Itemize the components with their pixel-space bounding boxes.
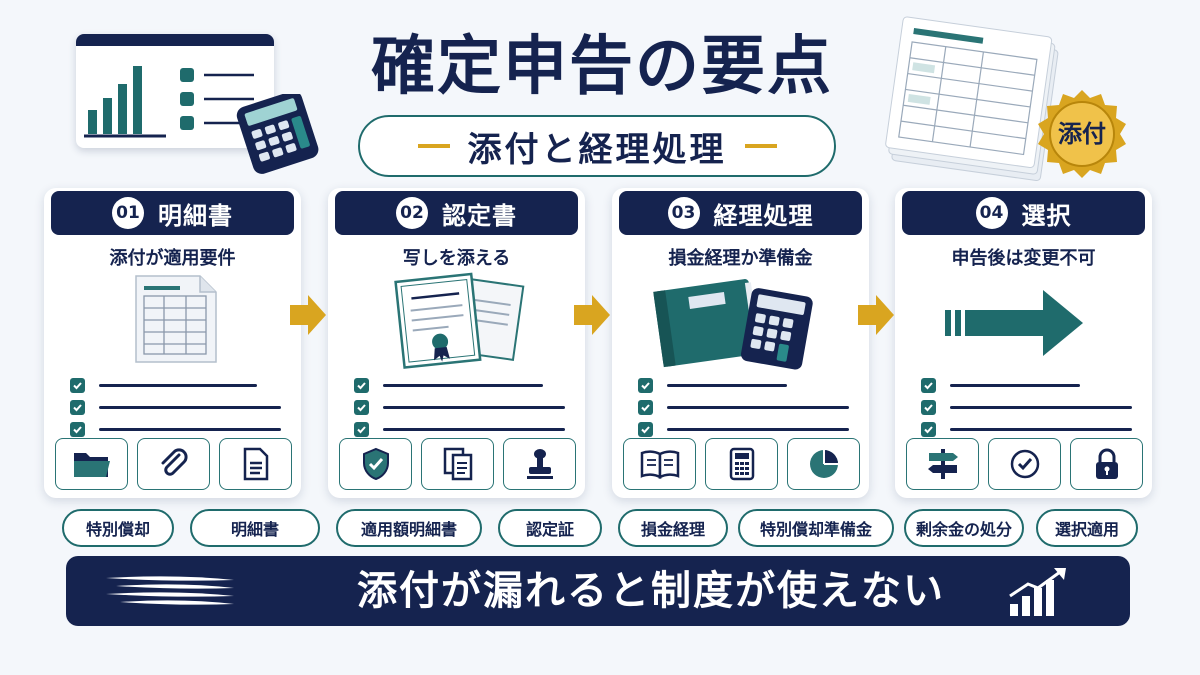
one-way-arrow-icon [945, 290, 1083, 356]
checkbox-icon [70, 399, 85, 415]
tag-tokubetsu-shokyaku: 特別償却 [62, 509, 174, 547]
checklist [921, 374, 1132, 440]
card-sentaku: 04 選択 申告後は変更不可 [895, 188, 1152, 498]
tag-sentaku-tekiyou: 選択適用 [1036, 509, 1138, 547]
step-number: 02 [396, 197, 428, 229]
flow-arrow-icon [574, 295, 610, 335]
card-header: 01 明細書 [51, 191, 294, 235]
shield-check-icon [339, 438, 412, 490]
growth-chart-icon [1009, 568, 1066, 616]
tag-meisaisho: 明細書 [190, 509, 320, 547]
stamp-icon [503, 438, 576, 490]
flow-arrow-icon [290, 295, 326, 335]
checkbox-icon [354, 377, 369, 393]
checkbox-icon [638, 421, 653, 437]
checkbox-icon [70, 377, 85, 393]
gold-seal-icon [1038, 90, 1126, 178]
calculator-icon [236, 94, 319, 174]
card-header: 04 選択 [902, 191, 1145, 235]
spreadsheet-document-icon [135, 275, 217, 363]
card-meisaisho: 01 明細書 添付が適用要件 [44, 188, 301, 498]
card-title: 認定書 [442, 201, 517, 230]
checkbox-icon [354, 421, 369, 437]
checklist [638, 374, 849, 440]
subtitle-dash-right [744, 144, 777, 148]
pie-chart-icon [787, 438, 860, 490]
step-number: 01 [112, 197, 144, 229]
card-keiri-shori: 03 経理処理 損金経理か準備金 [612, 188, 869, 498]
card-subtitle: 損金経理か準備金 [668, 248, 813, 269]
seal-label: 添付 [1058, 120, 1106, 148]
tag-joyokin-no-shobun: 剰余金の処分 [904, 509, 1024, 547]
card-title: 明細書 [158, 201, 233, 230]
checkbox-icon [354, 399, 369, 415]
copy-icon [421, 438, 494, 490]
card-subtitle: 写しを添える [402, 248, 511, 269]
card-subtitle: 申告後は変更不可 [951, 248, 1096, 269]
ledger-calculator-icon [653, 279, 813, 370]
step-number: 04 [975, 197, 1008, 229]
bar-chart-icon [84, 66, 254, 138]
checklist [70, 374, 281, 440]
checkbox-icon [638, 377, 653, 393]
banner-text: 添付が漏れると制度が使えない [357, 568, 945, 614]
document-icon [219, 438, 292, 490]
dashboard-illustration [76, 34, 274, 148]
subtitle-pill: 添付と経理処理 [358, 115, 836, 177]
tag-tekiyougaku-meisaisho: 適用額明細書 [336, 509, 482, 547]
folder-icon [55, 438, 128, 490]
checkbox-icon [638, 399, 653, 415]
check-circle-icon [988, 438, 1061, 490]
calculator-icon [705, 438, 778, 490]
documents-stack-illustration [885, 16, 1059, 182]
lock-icon [1070, 438, 1143, 490]
card-title: 選択 [1021, 201, 1072, 230]
warning-banner: 添付が漏れると制度が使えない [66, 556, 1130, 626]
checkbox-icon [921, 399, 936, 415]
book-icon [623, 438, 696, 490]
checkbox-icon [921, 377, 936, 393]
subtitle-dash-left [417, 144, 450, 148]
card-ninteisho: 02 認定書 写しを添える [328, 188, 585, 498]
checkbox-icon [921, 421, 936, 437]
page-title: 確定申告の要点 [371, 30, 833, 104]
checklist [354, 374, 565, 440]
tag-sonkin-keiri: 損金経理 [618, 509, 728, 547]
speed-lines-icon [106, 576, 234, 605]
step-number: 03 [667, 197, 700, 229]
page-subtitle: 添付と経理処理 [467, 129, 727, 170]
flow-arrow-icon [858, 295, 894, 335]
card-title: 経理処理 [713, 201, 814, 230]
card-subtitle: 添付が適用要件 [109, 248, 236, 269]
card-header: 02 認定書 [335, 191, 578, 235]
tag-ninteisho: 認定証 [498, 509, 602, 547]
signpost-icon [906, 438, 979, 490]
tag-tokubetsu-shokyaku-junbikin: 特別償却準備金 [738, 509, 894, 547]
certificate-icon [394, 272, 525, 369]
card-header: 03 経理処理 [619, 191, 862, 235]
checkbox-icon [70, 421, 85, 437]
paperclip-icon [137, 438, 210, 490]
